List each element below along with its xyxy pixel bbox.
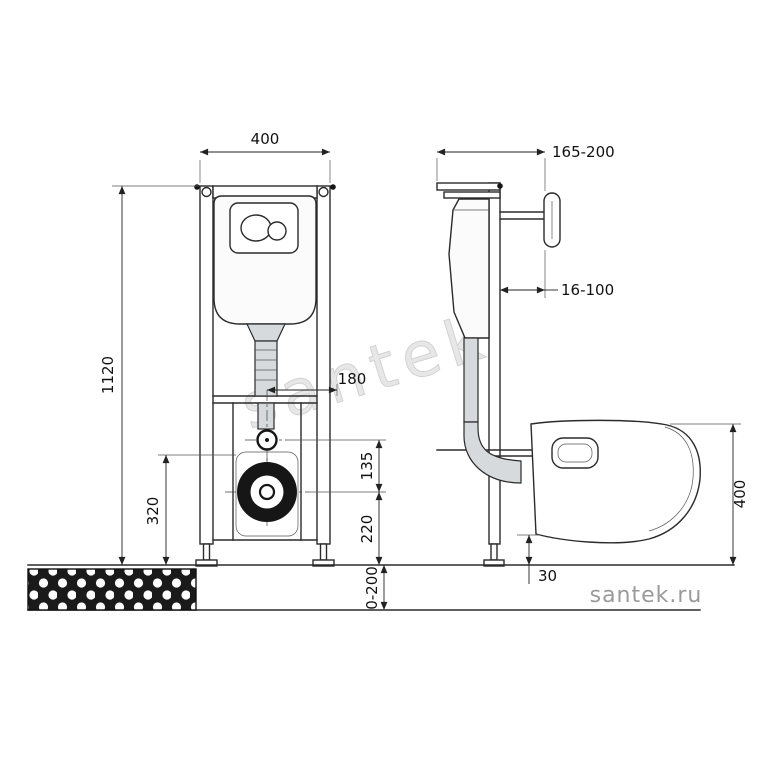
dim-label-supply-height: 320 bbox=[144, 497, 162, 526]
frame-bolt-icon bbox=[318, 186, 329, 198]
dim-wall-gap: 16-100 bbox=[500, 250, 614, 299]
watermark-site: santek.ru bbox=[590, 583, 703, 608]
dim-label-wall-gap: 16-100 bbox=[561, 281, 614, 299]
dim-label-floor-adjust: 0-200 bbox=[363, 566, 381, 610]
flush-button-small-icon bbox=[267, 221, 287, 241]
dim-label-inlet-to-outlet: 135 bbox=[358, 452, 376, 481]
frame-foot bbox=[202, 543, 211, 561]
dim-inlet-to-outlet: 135 bbox=[289, 439, 386, 493]
dim-floor-adjust: 0-200 bbox=[363, 565, 388, 610]
frame-bolt-icon bbox=[201, 186, 212, 198]
outlet-elbow bbox=[463, 421, 522, 484]
flush-button-large-icon bbox=[240, 214, 272, 242]
dim-label-outlet-offset: 180 bbox=[338, 370, 367, 388]
dim-supply-height: 320 bbox=[144, 454, 236, 565]
dim-side-depth: 165-200 bbox=[436, 143, 615, 191]
dim-label-side-depth: 165-200 bbox=[552, 143, 615, 161]
dim-bowl-height: 400 bbox=[670, 423, 749, 565]
dim-label-floor-gap: 30 bbox=[538, 567, 557, 585]
frame-foot bbox=[319, 543, 328, 561]
drain-grate bbox=[27, 568, 197, 611]
flush-pipe bbox=[254, 340, 278, 397]
dim-label-outlet-height: 220 bbox=[358, 515, 376, 544]
flush-pipe-side bbox=[463, 337, 479, 423]
dim-outlet-height: 220 bbox=[358, 492, 383, 565]
front-view-frame bbox=[194, 184, 336, 567]
side-view-frame bbox=[436, 182, 561, 567]
dim-front-height: 1120 bbox=[99, 185, 199, 565]
front-view-connections bbox=[225, 390, 309, 526]
dim-front-width: 400 bbox=[199, 130, 331, 183]
front-view-cistern bbox=[213, 195, 317, 430]
dim-label-bowl-height: 400 bbox=[731, 480, 749, 509]
dim-floor-gap: 30 bbox=[517, 534, 557, 585]
side-view-cistern bbox=[448, 198, 522, 484]
dim-outlet-offset: 180 bbox=[267, 370, 366, 396]
dim-label-front-height: 1120 bbox=[99, 356, 117, 394]
bowl-mount-detail bbox=[551, 437, 599, 469]
side-view-bowl bbox=[530, 419, 701, 544]
dim-label-front-width: 400 bbox=[251, 130, 280, 148]
frame-foot bbox=[490, 543, 498, 561]
toilet-bowl-profile bbox=[530, 419, 701, 544]
